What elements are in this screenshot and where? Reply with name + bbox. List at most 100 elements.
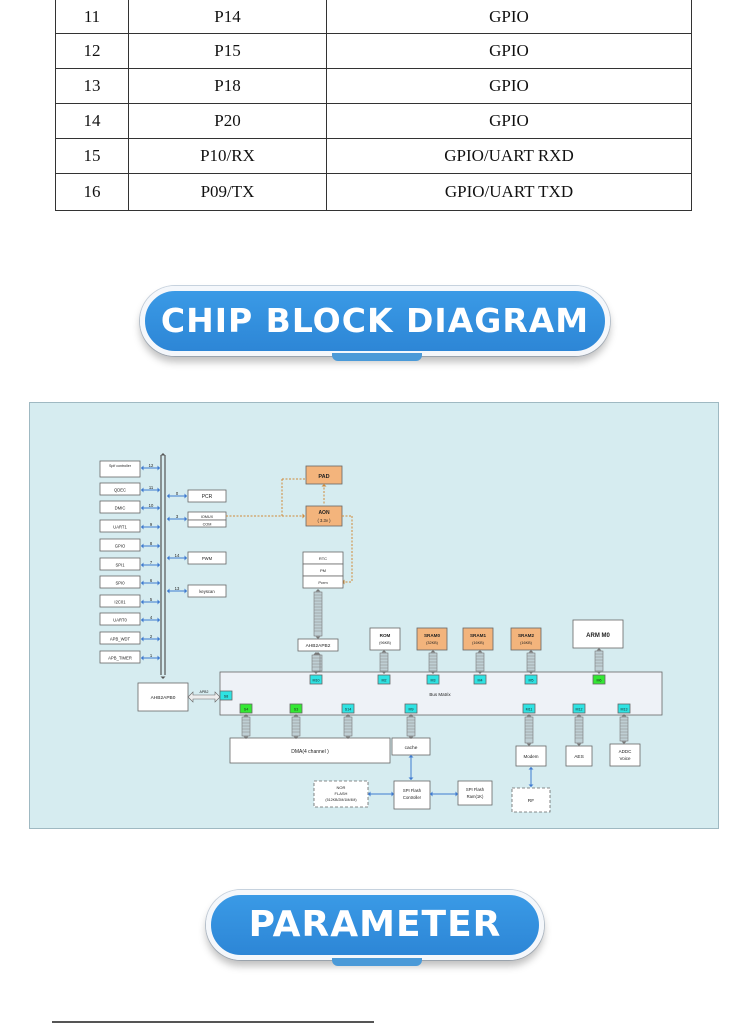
connector-arrow-up (243, 714, 249, 717)
rom-box (369, 627, 401, 651)
peripheral-number: 7 (150, 560, 153, 565)
pin-function-cell: GPIO (326, 68, 692, 104)
rtc-stack-label: RTC (319, 556, 327, 561)
master-port (473, 674, 487, 685)
spi-ctrl-label: Controller (403, 795, 422, 800)
peripheral-arrow-head (141, 562, 144, 568)
aon-sub-label: ( 3.3v ) (317, 518, 331, 523)
modem-connector (524, 716, 534, 744)
peripheral-arrow-head (157, 562, 160, 568)
cache-spi-arrow (408, 755, 414, 758)
nor-flash-box (313, 780, 369, 808)
peripheral-label: UART1 (113, 525, 127, 530)
connector-arrow-down (430, 671, 436, 674)
connector-arrow-down (345, 736, 351, 739)
cache-connector (406, 716, 416, 737)
peripheral-label: APB_TIMER (108, 656, 132, 661)
rtc-stack-label: PM (320, 568, 326, 573)
aon-label: AON (318, 510, 330, 516)
peripheral-number: 4 (150, 615, 153, 620)
dma-box (229, 737, 391, 764)
peripheral-arrow-head (157, 487, 160, 493)
slave-port-label: S3 (294, 708, 298, 712)
rom-box-label: ROM (380, 633, 391, 638)
rf-label: RF (528, 798, 534, 804)
peripheral-arrow-head (141, 636, 144, 642)
right-number: 13 (175, 586, 180, 591)
right-arrow-head (184, 588, 187, 594)
spi-ram-arrow (430, 791, 433, 797)
pad-aon-arrow (321, 484, 327, 487)
pcr-label: PCR (202, 494, 213, 500)
connector-arrow-down (313, 671, 319, 674)
pin-number-cell: 16 (55, 173, 129, 211)
peripheral-arrow-head (141, 580, 144, 586)
peripheral-box (99, 650, 141, 664)
peripheral-arrow-head (157, 580, 160, 586)
right-arrow-head (184, 493, 187, 499)
connector-arrow-up (313, 652, 319, 655)
connector-arrow-up (293, 714, 299, 717)
pin-function-cell: GPIO (326, 103, 692, 139)
nor-label: NOR (337, 785, 346, 790)
rtc-stack-box (302, 575, 344, 589)
connector-arrow-down (293, 736, 299, 739)
peripheral-arrow-head (141, 617, 144, 623)
slave-port (341, 703, 355, 714)
pin-function-cell: GPIO (326, 0, 692, 34)
chip-block-diagram-title: CHIP BLOCK DIAGRAM (160, 301, 590, 340)
pin-name-cell: P14 (128, 0, 327, 34)
peripheral-arrow-head (157, 655, 160, 661)
keyscan-label: keyscan (199, 589, 215, 594)
peripheral-label: I2C01 (114, 600, 126, 605)
master-port-label: M10 (313, 679, 320, 683)
right-number: 3 (176, 514, 179, 519)
peripheral-box (99, 612, 141, 626)
dma-connector (343, 716, 353, 737)
nor-label: (512KB/2M/1M/4M) (325, 798, 356, 802)
peripheral-arrow-head (141, 524, 144, 530)
sram2-box-label: SRAM2 (518, 633, 535, 638)
spi-ctrl-label: SPI Flash (403, 788, 422, 793)
spi-flash-controller-box (393, 780, 431, 810)
arm-label: ARM M0 (586, 633, 610, 639)
addc-label: ADDC (619, 749, 633, 754)
peripheral-label: APB_WDT (110, 637, 131, 642)
pin-number-cell: 11 (55, 0, 129, 34)
chip-block-diagram-header: CHIP BLOCK DIAGRAM (140, 286, 610, 356)
peripheral-label: UART0 (113, 618, 127, 623)
pin-function-cell: GPIO/UART RXD (326, 138, 692, 174)
peripheral-arrow-head (141, 465, 144, 471)
right-number: 14 (175, 553, 180, 558)
connector-arrow-up (315, 589, 321, 592)
master-port (309, 674, 323, 685)
apb2-connector (313, 591, 323, 637)
peripheral-arrow-head (157, 617, 160, 623)
pin-name-cell: P15 (128, 33, 327, 69)
sram2-box-sub: (16KB) (520, 641, 533, 645)
addc-box (609, 743, 641, 767)
ahb2apb2-label: AHB2APB2 (306, 643, 331, 649)
connector-arrow-up (528, 650, 534, 653)
master-port (592, 674, 606, 685)
peripheral-number: 5 (150, 597, 153, 602)
pin-number-cell: 12 (55, 33, 129, 69)
apb2-label: APB2 (200, 690, 209, 694)
peripheral-arrow-head (141, 655, 144, 661)
master-port-label: M5 (529, 679, 534, 683)
right-arrow-head (167, 555, 170, 561)
bus-arrow-bottom (160, 676, 166, 679)
slave-port (404, 703, 418, 714)
connector-arrow-down (477, 671, 483, 674)
spi-ram-label: SPI Flash (466, 787, 485, 792)
connector-arrow-up (526, 714, 532, 717)
arm-connector (594, 650, 604, 672)
right-arrow-head (167, 516, 170, 522)
modem-rf-arrow (528, 784, 534, 787)
bus-matrix-label: Bus Matrix (429, 692, 451, 697)
